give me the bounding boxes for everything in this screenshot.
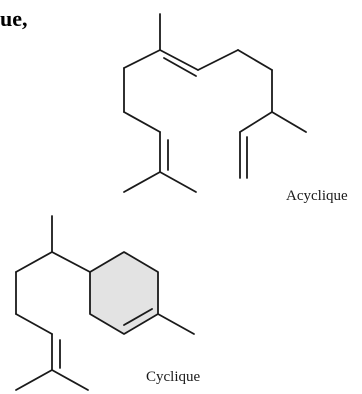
- bond: [237, 49, 273, 71]
- bond: [51, 251, 91, 273]
- truncated-text-fragment: ue,: [0, 6, 28, 31]
- bond: [197, 49, 239, 71]
- acyclic-structure: [123, 13, 307, 193]
- bond: [15, 313, 53, 335]
- bond: [271, 111, 307, 133]
- bond: [123, 111, 161, 133]
- bond: [51, 369, 89, 391]
- cyclohexene-ring: [89, 251, 159, 335]
- bond: [123, 308, 153, 326]
- bond: [123, 49, 161, 69]
- bond: [239, 111, 273, 133]
- bond: [159, 49, 199, 71]
- bond: [15, 369, 53, 391]
- bond: [163, 57, 197, 77]
- bond: [159, 171, 197, 193]
- cyclic-structure: [15, 215, 195, 391]
- cyclic-caption: Cyclique: [146, 369, 201, 385]
- bond: [157, 313, 195, 335]
- acyclic-caption: Acyclique: [286, 188, 348, 204]
- bond: [123, 171, 161, 193]
- bond: [15, 251, 53, 273]
